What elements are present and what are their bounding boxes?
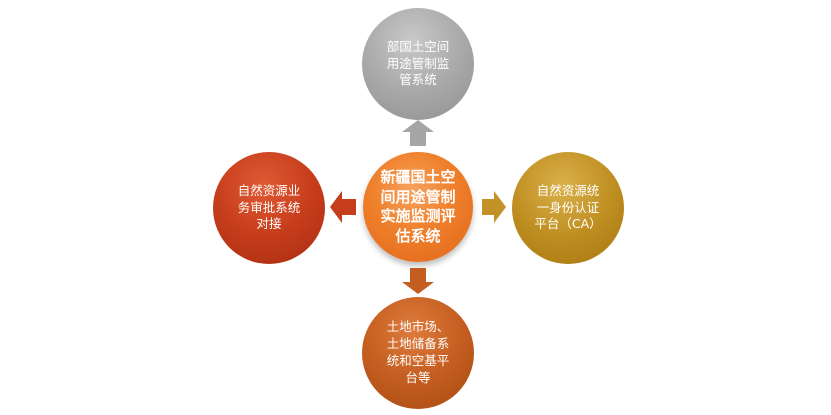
approval-system-label: 自然资源业 务审批系统 对接: [237, 182, 301, 232]
arrow-down-icon: [402, 268, 434, 294]
ministry-control-system-node: 部国土空间 用途管制监 管系统: [362, 8, 474, 120]
central-system-node: 新疆国土空 间用途管制 实施监测评 估系统: [363, 152, 473, 262]
approval-system-node: 自然资源业 务审批系统 对接: [213, 152, 325, 264]
identity-auth-platform-node: 自然资源统 一身份认证 平台（CA）: [512, 152, 624, 264]
central-system-label: 新疆国土空 间用途管制 实施监测评 估系统: [380, 168, 456, 245]
ministry-control-system-label: 部国土空间 用途管制监 管系统: [386, 38, 450, 88]
arrow-right-icon: [482, 191, 506, 223]
arrow-up-icon: [402, 120, 434, 146]
land-market-system-label: 土地市场、 土地储备系 统和空基平 台等: [386, 319, 450, 385]
arrow-left-icon: [330, 191, 356, 223]
identity-auth-platform-label: 自然资源统 一身份认证 平台（CA）: [534, 182, 602, 232]
land-market-system-node: 土地市场、 土地储备系 统和空基平 台等: [362, 297, 474, 409]
